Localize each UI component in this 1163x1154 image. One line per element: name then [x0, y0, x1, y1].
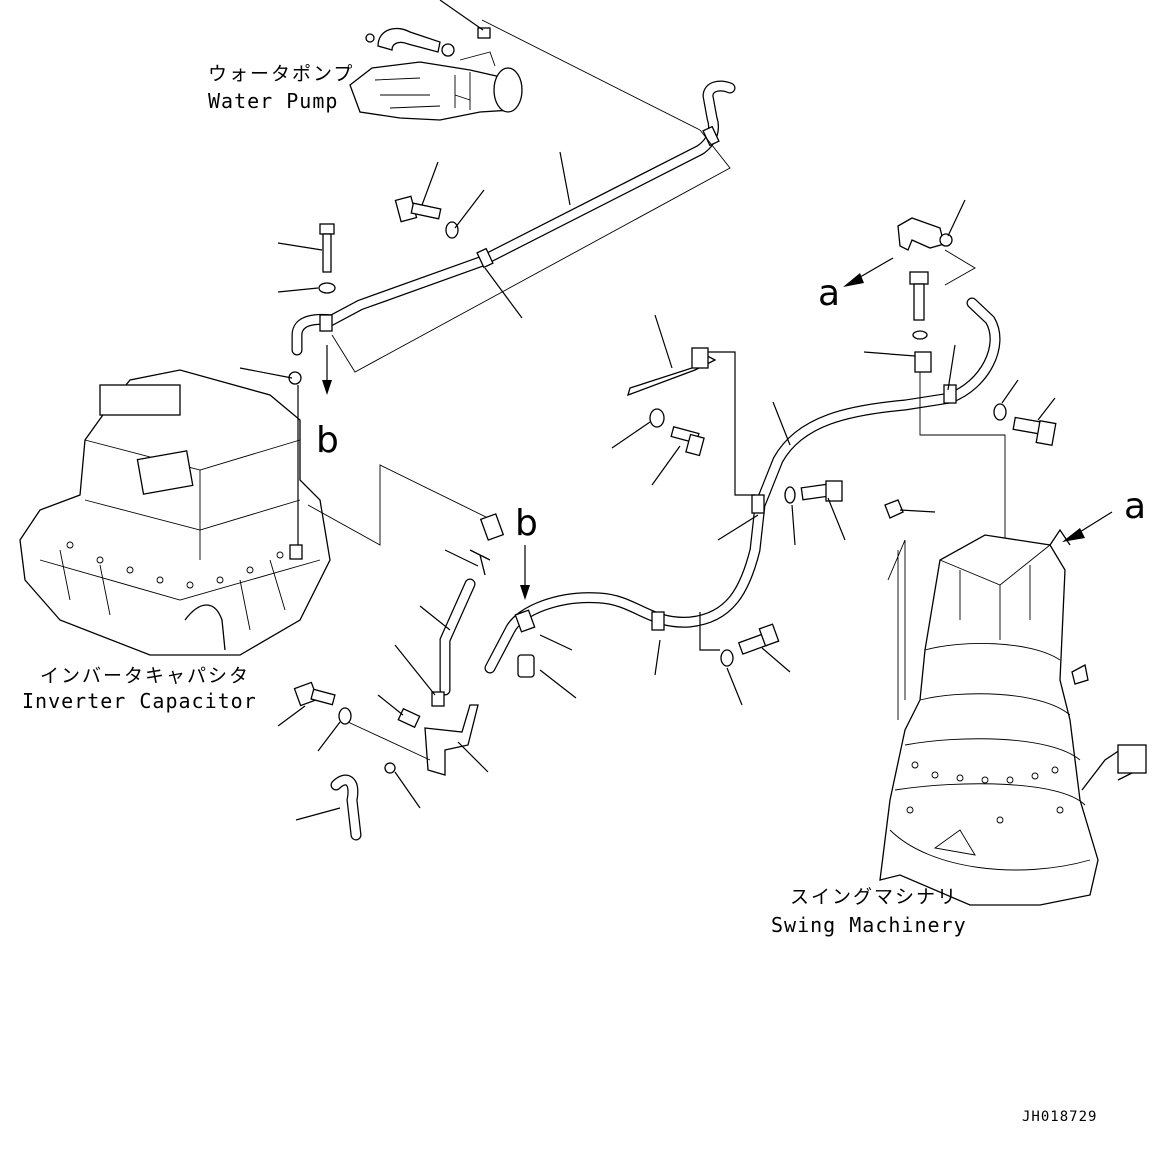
pipe-frame-line-top [331, 19, 731, 373]
water-pump-label-jp: ウォータポンプ [208, 63, 354, 85]
ref-arrow-b-top [322, 345, 332, 395]
water-pump-drawing [349, 27, 523, 121]
ref-arrow-a-top [843, 257, 894, 287]
ref-arrow-b-lower [520, 545, 530, 600]
swing-machinery-drawing [879, 499, 1147, 906]
swing-label-jp: スイングマシナリ [790, 886, 958, 908]
upper-pipe [291, 80, 736, 356]
bolt-upper-left [277, 223, 336, 294]
tee-fitting-top-right [863, 199, 1057, 610]
ref-letter-b-top: b [316, 420, 339, 461]
drawing-code: JH018729 [1022, 1109, 1097, 1125]
bracket-mid [611, 314, 755, 496]
bolt-upper-mid [394, 151, 571, 319]
bolt-mid-right [699, 480, 846, 706]
swing-label-en: Swing Machinery [771, 913, 967, 937]
ref-arrow-a-right [1062, 511, 1113, 542]
inverter-label-en: Inverter Capacitor [22, 689, 257, 713]
lower-left-fittings [277, 549, 491, 841]
ref-letter-a-right: a [1124, 486, 1146, 527]
clamp-top [439, 0, 491, 39]
inverter-label-jp: インバータキャパシタ [40, 665, 250, 687]
water-pump-label-en: Water Pump [208, 89, 338, 113]
ref-letter-b-lower: b [515, 503, 538, 544]
ref-letter-a-top: a [818, 273, 840, 314]
inverter-capacitor-drawing [19, 367, 505, 656]
